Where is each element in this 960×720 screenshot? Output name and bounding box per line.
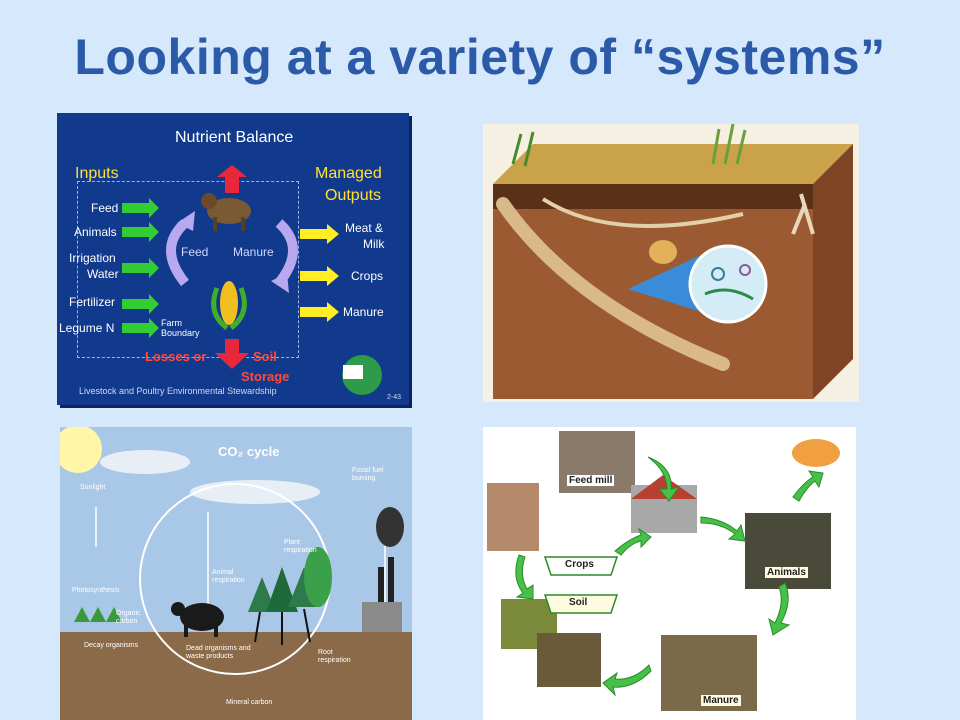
input-fertilizer: Fertilizer: [69, 295, 116, 309]
label-sunlight: Sunlight: [80, 484, 106, 491]
output-milk: Milk: [363, 237, 385, 251]
slide-title: Looking at a variety of “systems”: [74, 29, 886, 85]
label-dead-organisms: Dead organisms and waste products: [186, 645, 251, 660]
label-root-respiration: Root respiration: [318, 649, 351, 664]
soil-cross-section-illustration: [483, 124, 859, 402]
outputs-title-2: Outputs: [325, 187, 382, 204]
label-organic-carbon: Organic carbon: [116, 610, 141, 625]
output-manure: Manure: [343, 305, 384, 319]
label-plant-respiration: Plant respiration: [284, 539, 317, 554]
farm-cycle-illustration: Feed mill Crops Soil Animals Manure: [483, 427, 856, 720]
label-photosynthesis: Photosynthesis: [72, 587, 120, 594]
co2-cycle-title: CO₂ cycle: [218, 444, 280, 459]
input-water: Water: [87, 267, 119, 281]
label-mineral-carbon: Mineral carbon: [226, 699, 273, 706]
input-irrigation: Irrigation: [69, 251, 116, 265]
co2-cycle-illustration: CO₂ cycle Sunlight Photosynthesis Organi…: [60, 427, 412, 720]
nutrient-balance-diagram: Nutrient Balance Inputs Managed Outputs …: [57, 113, 409, 405]
farm-boundary-label-1: Farm: [161, 318, 182, 328]
farm-boundary-label-2: Boundary: [161, 328, 200, 338]
losses-label-2: Soil: [253, 349, 277, 364]
output-meat: Meat &: [345, 221, 384, 235]
input-legume-n: Legume N: [59, 321, 115, 335]
label-feed-mill: Feed mill: [567, 475, 615, 486]
cycle-manure-label: Manure: [233, 245, 274, 259]
panel-footer: Livestock and Poultry Environmental Stew…: [79, 386, 277, 396]
label-manure: Manure: [701, 695, 741, 706]
losses-label-1: Losses or: [145, 349, 207, 364]
inputs-title: Inputs: [75, 165, 119, 182]
soil-block-image: [493, 124, 853, 399]
co2-cycle-image: [60, 427, 412, 720]
label-crops: Crops: [565, 559, 594, 570]
label-animal-respiration: Animal respiration: [212, 569, 245, 584]
panel-heading: Nutrient Balance: [175, 129, 294, 146]
outputs-title-1: Managed: [315, 165, 382, 182]
nutrient-arrows: [122, 165, 382, 395]
cycle-feed-label: Feed: [181, 245, 209, 259]
page-ref: 2-43: [387, 394, 402, 401]
input-feed: Feed: [91, 201, 119, 215]
label-animals: Animals: [765, 567, 808, 578]
label-soil: Soil: [569, 597, 588, 608]
label-fossil-fuel-burning: Fossil fuel burning: [352, 467, 384, 482]
input-animals: Animals: [74, 225, 117, 239]
label-decay-organisms: Decay organisms: [84, 642, 139, 649]
losses-label-3: Storage: [241, 369, 290, 384]
farm-boundary-box: [77, 181, 299, 358]
output-crops: Crops: [351, 269, 384, 283]
